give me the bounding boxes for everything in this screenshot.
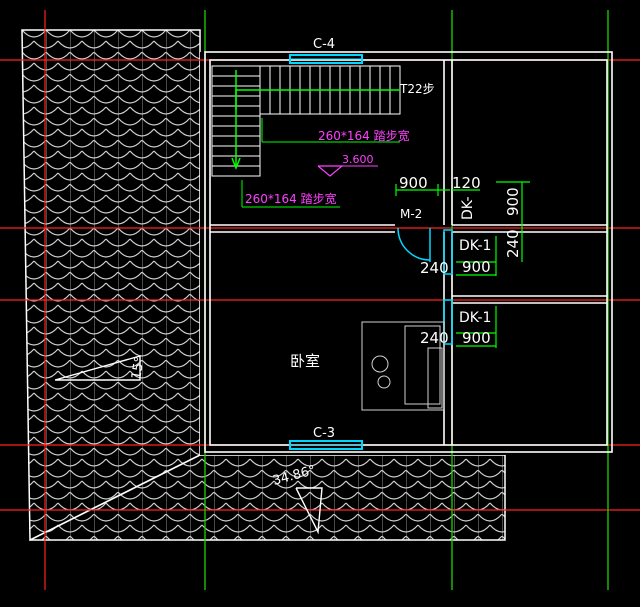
dk-vertical-label: DK-: [460, 196, 476, 220]
plan-interior: [200, 52, 612, 455]
window-c4: [289, 54, 363, 64]
window-c3: [289, 440, 363, 450]
dim-240-lower: 240: [420, 329, 449, 347]
dim-900-upper: 900: [462, 258, 491, 276]
dim-900-top: 900: [399, 174, 428, 192]
dim-240-upper: 240: [420, 259, 449, 277]
stair-steps-label: T22步: [399, 82, 435, 96]
svg-text:15°: 15°: [129, 355, 148, 380]
dim-900-vertical: 900: [504, 187, 522, 216]
elevation-value: 3.600: [342, 153, 374, 166]
dim-120: 120: [452, 174, 481, 192]
stair-note-lower: 260*164 踏步宽: [241, 180, 340, 208]
stair-direction-arrow: [231, 70, 400, 171]
dk1-lower-label: DK-1: [459, 310, 491, 326]
window-c4-label: C-4: [313, 37, 335, 52]
bed-furniture: [361, 321, 445, 411]
roof-left: [21, 29, 201, 542]
stair-note-upper: 260*164 踏步宽: [261, 118, 410, 143]
roof-angle-left: 15°: [54, 355, 148, 381]
room-name: 卧室: [290, 352, 320, 370]
elevation-mark: 3.600: [317, 153, 378, 177]
door-m2-label: M-2: [400, 207, 422, 221]
svg-text:260*164 踏步宽: 260*164 踏步宽: [245, 191, 337, 206]
dim-240-vertical: 240: [504, 229, 522, 258]
svg-text:260*164 踏步宽: 260*164 踏步宽: [318, 128, 410, 143]
dk1-upper-label: DK-1: [459, 238, 491, 254]
window-c3-label: C-3: [313, 426, 335, 441]
dimension-lines: [395, 181, 530, 348]
door-m2: M-2: [397, 207, 431, 262]
dim-900-lower: 900: [462, 329, 491, 347]
